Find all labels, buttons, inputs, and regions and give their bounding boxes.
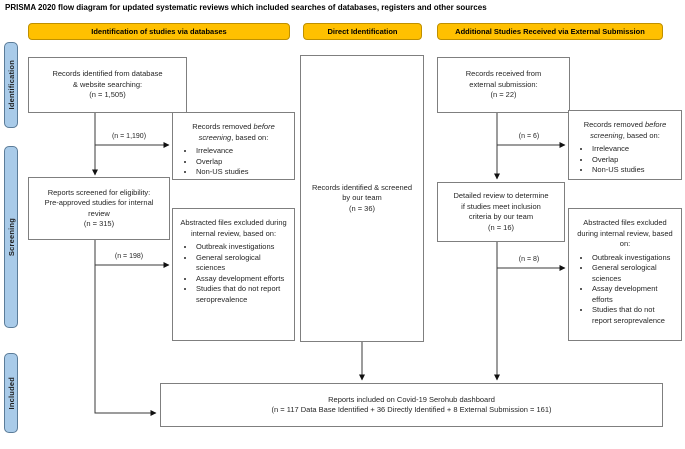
intro-post: , based on: xyxy=(231,132,269,142)
box-abstracted-excluded-databases-intro: Abstracted files excluded during interna… xyxy=(180,218,287,238)
column-header-databases: Identification of studies via databases xyxy=(28,23,290,40)
intro-pre: Records removed xyxy=(583,120,645,129)
stage-label-identification-text: Identification xyxy=(6,60,16,110)
bullet-item: Studies that do not report seroprevalenc… xyxy=(195,284,288,305)
stage-label-screening: Screening xyxy=(4,146,18,328)
intro-emphasis: before screening xyxy=(590,120,667,140)
diagram-title: PRISMA 2020 flow diagram for updated sys… xyxy=(5,3,487,12)
box-direct-screened-text: Records identified & screened by our tea… xyxy=(311,182,413,213)
box-records-received-external: Records received from external submissio… xyxy=(437,57,570,113)
column-header-direct: Direct Identification xyxy=(303,23,422,40)
bullet-item: Assay development efforts xyxy=(195,274,288,285)
bullet-item: Overlap xyxy=(591,155,675,166)
stage-label-screening-text: Screening xyxy=(6,217,16,257)
abstracted-excluded-databases-list: Outbreak investigationsGeneral serologic… xyxy=(179,242,288,305)
box-records-received-external-text: Records received from external submissio… xyxy=(465,69,542,100)
bullet-item: Irrelevance xyxy=(591,144,675,155)
intro-emphasis: before screening xyxy=(198,122,275,142)
arrow-label-removed-databases: (n = 1,190) xyxy=(111,133,147,140)
box-records-removed-databases-intro: Records removed before screening, based … xyxy=(179,122,288,143)
box-abstracted-excluded-external: Abstracted files excluded during interna… xyxy=(568,208,682,341)
bullet-item: Non-US studies xyxy=(195,167,288,178)
box-abstracted-excluded-databases: Abstracted files excluded during interna… xyxy=(172,208,295,341)
abstracted-excluded-external-list: Outbreak investigationsGeneral serologic… xyxy=(575,253,675,327)
box-records-removed-external: Records removed before screening, based … xyxy=(568,110,682,180)
records-removed-external-list: IrrelevanceOverlapNon-US studies xyxy=(575,144,675,176)
bullet-item: Irrelevance xyxy=(195,146,288,157)
arrow-label-excluded-external: (n = 8) xyxy=(518,256,540,263)
box-reports-screened: Reports screened for eligibility: Pre-ap… xyxy=(28,177,170,240)
box-records-removed-external-intro: Records removed before screening, based … xyxy=(575,120,675,141)
stage-label-included: Included xyxy=(4,353,18,433)
intro-pre: Records removed xyxy=(192,122,254,131)
bullet-item: General serological sciences xyxy=(591,263,675,284)
column-header-external-label: Additional Studies Received via External… xyxy=(455,27,645,36)
records-removed-databases-list: IrrelevanceOverlapNon-US studies xyxy=(179,146,288,178)
intro-post: , based on: xyxy=(622,130,660,140)
bullet-item: Outbreak investigations xyxy=(195,242,288,253)
box-reports-screened-text: Reports screened for eligibility: Pre-ap… xyxy=(44,187,154,229)
bullet-item: Outbreak investigations xyxy=(591,253,675,264)
box-detailed-review-text: Detailed review to determine if studies … xyxy=(453,191,549,232)
column-header-external: Additional Studies Received via External… xyxy=(437,23,663,40)
box-records-identified-databases-text: Records identified from database & websi… xyxy=(52,69,163,100)
bullet-item: Assay development efforts xyxy=(591,284,675,305)
bullet-item: Studies that do not report seroprevalenc… xyxy=(591,305,675,326)
stage-label-included-text: Included xyxy=(6,376,16,410)
column-header-databases-label: Identification of studies via databases xyxy=(91,27,227,36)
column-header-direct-label: Direct Identification xyxy=(327,27,398,36)
box-detailed-review: Detailed review to determine if studies … xyxy=(437,182,565,242)
arrow-label-removed-external: (n = 6) xyxy=(518,133,540,140)
box-abstracted-excluded-external-intro: Abstracted files excluded during interna… xyxy=(577,218,673,248)
bullet-item: General serological sciences xyxy=(195,253,288,274)
arrow-db-screened-to-included xyxy=(94,240,157,416)
box-direct-screened: Records identified & screened by our tea… xyxy=(300,55,424,342)
bullet-item: Non-US studies xyxy=(591,165,675,176)
box-records-removed-databases: Records removed before screening, based … xyxy=(172,112,295,180)
box-reports-included: Reports included on Covid-19 Serohub das… xyxy=(160,383,663,427)
bullet-item: Overlap xyxy=(195,157,288,168)
box-records-identified-databases: Records identified from database & websi… xyxy=(28,57,187,113)
stage-label-identification: Identification xyxy=(4,42,18,128)
arrow-label-excluded-databases: (n = 198) xyxy=(114,253,144,260)
box-reports-included-text: Reports included on Covid-19 Serohub das… xyxy=(271,394,552,415)
